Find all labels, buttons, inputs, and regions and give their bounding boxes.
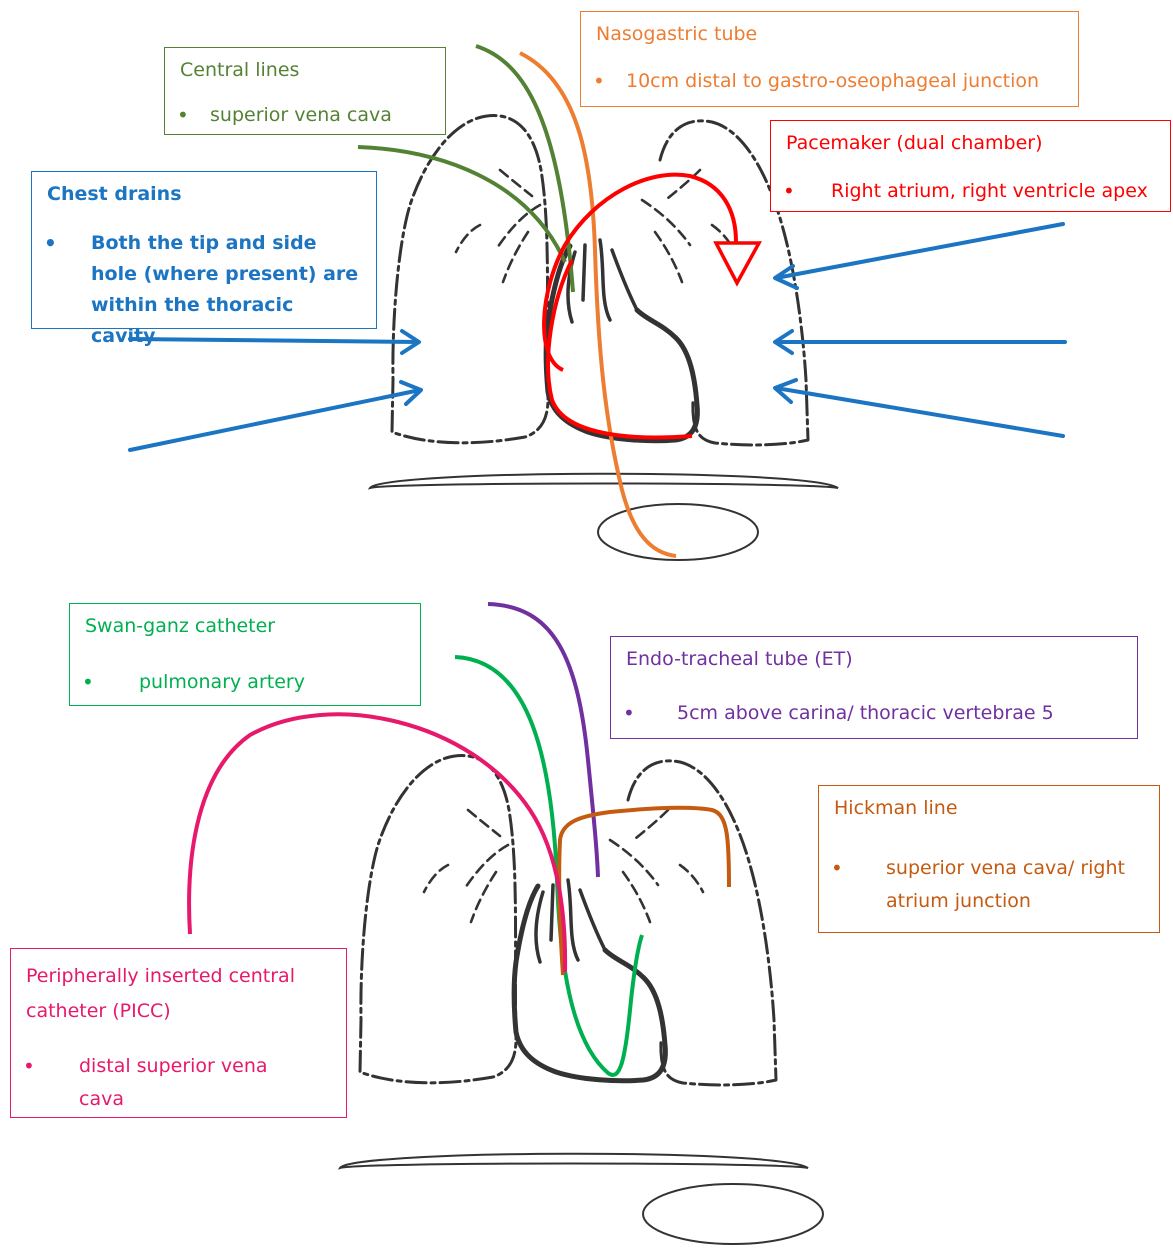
table-outline-top xyxy=(370,474,838,488)
chest-drain-arrow-left-lower xyxy=(130,390,420,450)
picc-box: Peripherally inserted central catheter (… xyxy=(10,948,347,1118)
central-lines-list: superior vena cava xyxy=(165,100,445,131)
picc-item: distal superior vena cava xyxy=(11,1050,316,1116)
central-line-curve-2 xyxy=(358,147,565,262)
chest-drains-title: Chest drains xyxy=(47,182,182,206)
chest-drain-arrow-right-upper xyxy=(776,224,1063,278)
table-outline-bottom xyxy=(340,1154,808,1168)
hickman-line-item: superior vena cava/ right atrium junctio… xyxy=(819,852,1149,918)
pacemaker-title: Pacemaker (dual chamber) xyxy=(786,131,1043,155)
central-lines-box: Central lines superior vena cava xyxy=(164,47,446,135)
pacemaker-arrow-icon xyxy=(716,243,759,283)
chest-outline-bottom xyxy=(360,756,776,1085)
endotracheal-tube-list: 5cm above carina/ thoracic vertebrae 5 xyxy=(611,698,1137,729)
swan-ganz-list: pulmonary artery xyxy=(70,667,420,698)
chest-drain-arrow-right-lower xyxy=(776,388,1063,436)
hickman-line-list: superior vena cava/ right atrium junctio… xyxy=(819,852,1149,918)
central-lines-item: superior vena cava xyxy=(165,100,445,131)
hickman-line-box: Hickman line superior vena cava/ right a… xyxy=(818,785,1160,933)
hickman-line-title: Hickman line xyxy=(834,796,958,820)
nasogastric-tube-list: 10cm distal to gastro-oseophageal juncti… xyxy=(581,66,1078,97)
central-lines-title: Central lines xyxy=(180,58,299,82)
endotracheal-tube-box: Endo-tracheal tube (ET) 5cm above carina… xyxy=(610,636,1138,739)
endotracheal-tube-title: Endo-tracheal tube (ET) xyxy=(626,647,853,671)
chest-drains-item: Both the tip and side hole (where presen… xyxy=(32,228,362,352)
nasogastric-tube-item: 10cm distal to gastro-oseophageal juncti… xyxy=(581,66,1078,97)
pacemaker-box: Pacemaker (dual chamber) Right atrium, r… xyxy=(770,120,1171,212)
pacemaker-item: Right atrium, right ventricle apex xyxy=(771,176,1170,207)
chest-drains-list: Both the tip and side hole (where presen… xyxy=(32,228,362,352)
swan-ganz-box: Swan-ganz catheter pulmonary artery xyxy=(69,603,421,706)
swan-ganz-item: pulmonary artery xyxy=(70,667,420,698)
picc-list: distal superior vena cava xyxy=(11,1050,316,1116)
nasogastric-tube-title: Nasogastric tube xyxy=(596,22,757,46)
chest-drains-box: Chest drains Both the tip and side hole … xyxy=(31,171,377,329)
vertebra-outline-top xyxy=(598,504,758,560)
endotracheal-tube-item: 5cm above carina/ thoracic vertebrae 5 xyxy=(611,698,1137,729)
nasogastric-tube-box: Nasogastric tube 10cm distal to gastro-o… xyxy=(580,11,1079,107)
pacemaker-list: Right atrium, right ventricle apex xyxy=(771,176,1170,207)
picc-title: Peripherally inserted central catheter (… xyxy=(26,959,326,1029)
swan-ganz-title: Swan-ganz catheter xyxy=(85,614,275,638)
vertebra-outline-bottom xyxy=(643,1184,823,1244)
